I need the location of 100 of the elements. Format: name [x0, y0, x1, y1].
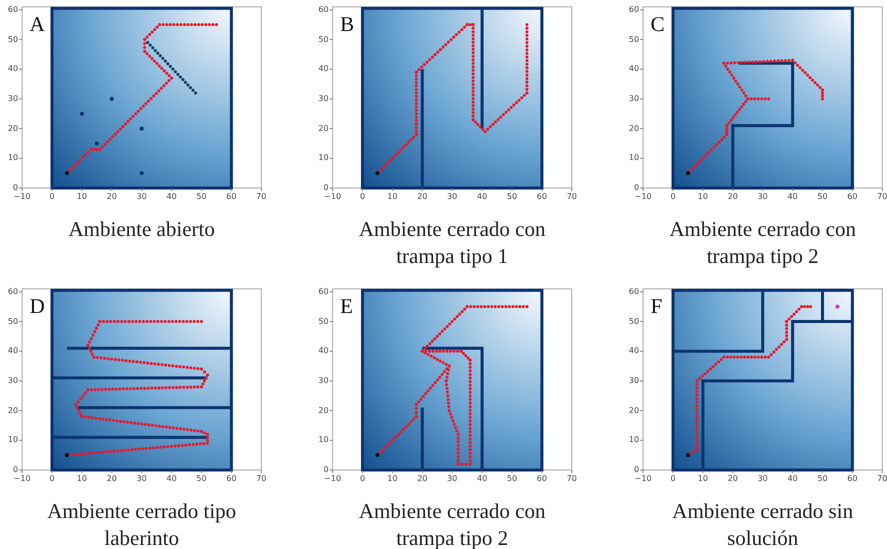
tick-label: 10	[387, 193, 398, 201]
tick-label: 40	[788, 193, 798, 201]
tick-label: 20	[728, 475, 738, 483]
tick-label: 20	[728, 193, 738, 201]
tick-label: 10	[628, 154, 640, 162]
tick-label: 40	[477, 475, 488, 483]
tick-label: 0	[634, 184, 640, 192]
tick-label: 40	[628, 347, 640, 356]
tick-label: 40	[166, 475, 177, 483]
panel-letter: F	[650, 296, 662, 318]
tick-label: −10	[634, 475, 652, 483]
tick-label: 0	[13, 466, 18, 474]
caption: Ambiente cerrado con trampa tipo 1	[358, 216, 546, 270]
tick-label: 50	[628, 36, 640, 44]
tick-label: 70	[877, 193, 887, 201]
caption: Ambiente cerrado sin solución	[671, 498, 854, 549]
tick-label: 60	[847, 193, 858, 201]
tick-label: 30	[758, 193, 768, 201]
tick-label: 10	[698, 475, 708, 483]
tick-label: 30	[628, 376, 640, 385]
tick-label: 0	[360, 475, 366, 483]
tick-label: 50	[196, 193, 207, 201]
tick-label: 20	[417, 475, 428, 483]
tick-label: 70	[877, 475, 887, 483]
tick-label: 10	[8, 154, 18, 162]
tick-label: 30	[8, 94, 18, 103]
tick-label: 60	[318, 288, 329, 296]
tick-label: 20	[417, 193, 428, 201]
tick-label: 10	[318, 154, 329, 162]
tick-label: 10	[8, 436, 18, 444]
tick-label: 50	[8, 318, 18, 326]
tick-label: 60	[536, 475, 547, 483]
tick-label: 50	[506, 193, 518, 201]
tick-label: 0	[324, 466, 329, 474]
tick-label: 60	[226, 475, 236, 483]
panel-letter: D	[30, 296, 45, 318]
tick-label: 20	[318, 406, 329, 415]
tick-label: 50	[318, 318, 329, 326]
tick-label: 60	[628, 288, 640, 296]
tick-label: 70	[566, 193, 577, 201]
tick-label: 20	[8, 124, 18, 133]
tick-label: 40	[477, 193, 488, 201]
tick-label: 20	[628, 406, 640, 415]
tick-label: 50	[817, 475, 828, 483]
tick-label: 30	[136, 193, 147, 201]
tick-label: 0	[670, 475, 676, 483]
tick-label: 50	[817, 193, 828, 201]
tick-label: 20	[106, 193, 117, 201]
tick-label: 30	[8, 376, 18, 385]
tick-label: 50	[506, 475, 518, 483]
tick-label: 30	[318, 376, 329, 385]
tick-label: 40	[8, 65, 18, 74]
tick-label: 40	[8, 347, 18, 356]
tick-label: 0	[49, 475, 55, 483]
caption: Ambiente cerrado con trampa tipo 2	[668, 216, 857, 270]
tick-label: 60	[226, 193, 236, 201]
tick-label: 0	[634, 466, 640, 474]
tick-label: 60	[8, 288, 18, 296]
tick-label: 40	[318, 65, 329, 74]
tick-label: 10	[628, 436, 640, 444]
tick-label: 60	[628, 6, 640, 14]
tick-label: −10	[634, 193, 652, 201]
tick-label: 40	[318, 347, 329, 356]
tick-label: 50	[628, 318, 640, 326]
tick-label: 0	[13, 184, 18, 192]
tick-label: 40	[628, 65, 640, 74]
tick-label: −10	[324, 193, 342, 201]
tick-label: 40	[788, 475, 798, 483]
tick-label: 30	[758, 475, 768, 483]
tick-label: 60	[847, 475, 858, 483]
tick-label: 70	[256, 475, 266, 483]
tick-label: 40	[166, 193, 177, 201]
tick-label: 60	[536, 193, 547, 201]
tick-label: 10	[698, 193, 708, 201]
tick-label: −10	[14, 193, 31, 201]
tick-label: 20	[628, 124, 640, 133]
tick-label: −10	[14, 475, 31, 483]
tick-label: 0	[49, 193, 55, 201]
tick-label: 0	[670, 193, 676, 201]
tick-label: 50	[318, 36, 329, 44]
panel-letter: B	[340, 14, 354, 36]
tick-label: 30	[447, 193, 458, 201]
tick-label: 30	[628, 94, 640, 103]
tick-label: 0	[360, 193, 366, 201]
tick-label: 10	[387, 475, 398, 483]
panel-letter: A	[30, 14, 45, 36]
tick-label: 70	[256, 193, 266, 201]
caption: Ambiente cerrado con trampa tipo 2	[358, 498, 546, 549]
tick-label: 10	[76, 193, 87, 201]
tick-label: 50	[8, 36, 18, 44]
tick-label: 60	[8, 6, 18, 14]
panel-letter: E	[340, 296, 353, 318]
tick-label: 10	[318, 436, 329, 444]
tick-label: −10	[324, 475, 342, 483]
caption: Ambiente cerrado tipo laberinto	[46, 498, 238, 549]
tick-label: 20	[8, 406, 18, 415]
caption: Ambiente abierto	[68, 216, 216, 243]
tick-label: 30	[447, 475, 458, 483]
tick-label: 70	[566, 475, 577, 483]
tick-label: 20	[318, 124, 329, 133]
